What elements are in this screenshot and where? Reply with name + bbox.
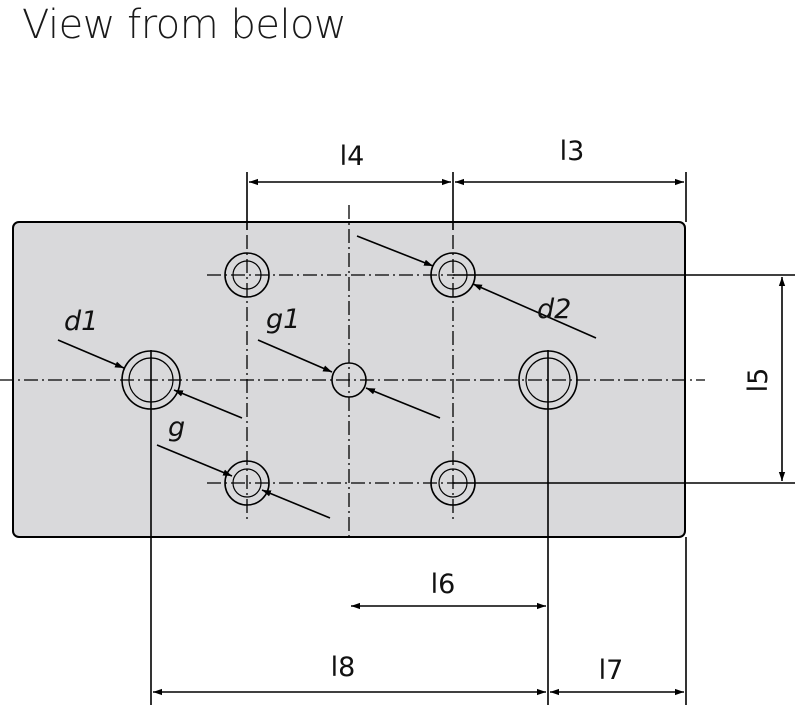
label-l4: l4: [340, 141, 365, 172]
label-l3: l3: [560, 136, 585, 167]
label-d2: d2: [537, 294, 571, 325]
page-title: View from below: [22, 2, 347, 48]
label-l5: l5: [743, 368, 774, 393]
leader-g: [156, 444, 331, 519]
label-g1: g1: [266, 304, 300, 335]
leader-d2: [356, 235, 597, 339]
label-g: g: [168, 412, 185, 443]
label-l7: l7: [599, 655, 624, 686]
extension-lines: [150, 172, 795, 705]
hole-top-left: [224, 252, 270, 298]
centerlines: [0, 205, 705, 540]
label-d1: d1: [64, 306, 98, 337]
label-l8: l8: [331, 652, 356, 683]
leader-g1: [257, 339, 441, 419]
label-l6: l6: [431, 569, 456, 600]
hole-bottom-left: [224, 460, 270, 506]
hole-center: [331, 362, 367, 398]
leader-d1: [57, 339, 243, 419]
